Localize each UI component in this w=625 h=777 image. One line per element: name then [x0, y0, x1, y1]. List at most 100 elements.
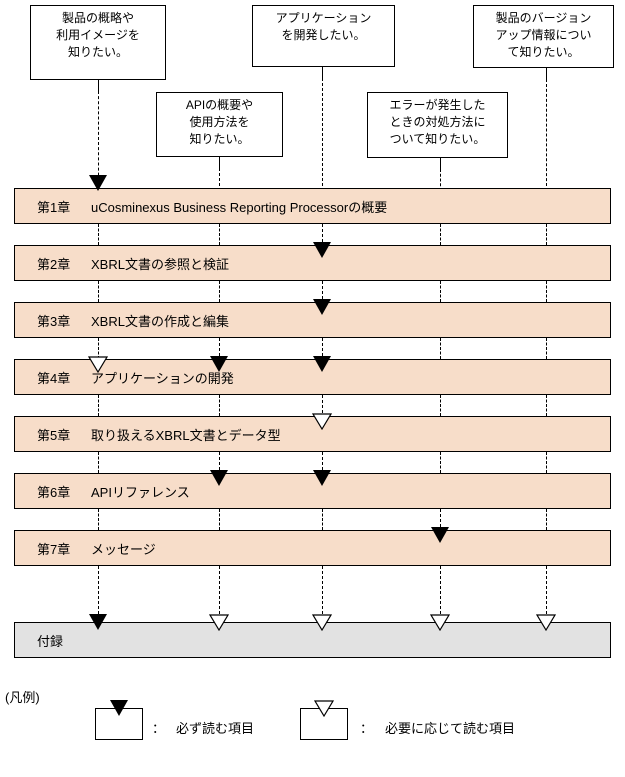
chapter-number: 第6章	[37, 484, 71, 500]
chapter-row-7[interactable]: 第7章 メッセージ	[14, 530, 611, 566]
question-box-api-overview: APIの概要や 使用方法を 知りたい。	[156, 92, 283, 157]
connector-line-col2-seg6	[219, 452, 220, 470]
connector-line-col2	[219, 168, 220, 191]
filled-triangle-icon	[431, 527, 449, 543]
connector-stub-col4	[440, 158, 441, 169]
question-box-develop-application: アプリケーション を開発したい。	[252, 5, 395, 67]
question-line: 知りたい。	[189, 132, 250, 146]
hollow-triangle-icon	[312, 614, 332, 631]
hollow-triangle-icon	[312, 413, 332, 430]
hollow-triangle-icon	[88, 356, 108, 373]
filled-triangle-icon	[313, 242, 331, 258]
legend-heading: (凡例)	[5, 690, 40, 705]
connector-line-col3-seg3	[322, 281, 323, 299]
chapter-row-3[interactable]: 第3章 XBRL文書の作成と編集	[14, 302, 611, 338]
hollow-triangle-icon	[536, 614, 556, 631]
filled-triangle-icon	[210, 470, 228, 486]
connector-stub-col3	[322, 67, 323, 78]
chapter-title: 取り扱えるXBRL文書とデータ型	[91, 427, 281, 443]
connector-line-col5-seg4	[546, 338, 547, 359]
legend-separator: ：	[152, 721, 166, 736]
filled-triangle-icon	[313, 356, 331, 372]
connector-line-col1-seg7	[98, 509, 99, 530]
connector-line-col1-seg3	[98, 281, 99, 302]
connector-stub-col1	[98, 80, 99, 91]
connector-line-col4-seg5	[440, 395, 441, 416]
legend-separator: ：	[360, 721, 374, 736]
chapter-row-6[interactable]: 第6章 APIリファレンス	[14, 473, 611, 509]
connector-line-col4-seg6	[440, 452, 441, 473]
connector-line-col2-seg8	[219, 566, 220, 614]
connector-line-col5-seg8	[546, 566, 547, 614]
chapter-row-5[interactable]: 第5章 取り扱えるXBRL文書とデータ型	[14, 416, 611, 452]
appendix-label: 付録	[37, 633, 64, 649]
connector-line-col1-seg4	[98, 338, 99, 359]
question-line: 製品の概略や	[61, 11, 134, 25]
connector-line-col5-seg5	[546, 395, 547, 416]
filled-triangle-icon	[313, 470, 331, 486]
question-line: 知りたい。	[67, 45, 128, 59]
connector-line-col3-seg2	[322, 224, 323, 242]
filled-triangle-icon	[313, 299, 331, 315]
chapter-number: 第1章	[37, 199, 71, 215]
connector-line-col1-seg2	[98, 224, 99, 245]
connector-line-col3-seg4	[322, 338, 323, 356]
connector-line-col1-seg6	[98, 452, 99, 473]
filled-triangle-icon	[210, 356, 228, 372]
connector-line-col5-seg2	[546, 224, 547, 245]
connector-line-col4-seg4	[440, 338, 441, 359]
chapter-title: uCosminexus Business Reporting Processor…	[91, 199, 388, 215]
chapter-title: メッセージ	[91, 541, 156, 557]
connector-line-col4-seg8	[440, 566, 441, 614]
question-box-version-up-info: 製品のバージョン アップ情報につい て知りたい。	[473, 5, 614, 68]
chapter-row-1[interactable]: 第1章 uCosminexus Business Reporting Proce…	[14, 188, 611, 224]
connector-line-col2-seg2	[219, 224, 220, 245]
question-line: 利用イメージを	[56, 28, 140, 42]
connector-stub-col2	[219, 157, 220, 168]
chapter-number: 第5章	[37, 427, 71, 443]
connector-line-col5-seg3	[546, 281, 547, 302]
question-line: APIの概要や	[185, 98, 254, 112]
connector-line-col5-seg6	[546, 452, 547, 473]
question-line: て知りたい。	[507, 45, 580, 59]
connector-line-col4	[440, 169, 441, 191]
connector-line-col2-seg3	[219, 281, 220, 302]
connector-line-col5-seg7	[546, 509, 547, 530]
chapter-title: アプリケーションの開発	[91, 370, 234, 386]
connector-line-col2-seg5	[219, 395, 220, 416]
connector-line-col4-seg3	[440, 281, 441, 302]
connector-line-col4-seg2	[440, 224, 441, 245]
chapter-row-2[interactable]: 第2章 XBRL文書の参照と検証	[14, 245, 611, 281]
chapter-number: 第7章	[37, 541, 71, 557]
connector-line-col3-seg5	[322, 395, 323, 413]
chapter-title: XBRL文書の参照と検証	[91, 256, 229, 272]
chapter-title: APIリファレンス	[91, 484, 190, 500]
connector-line-col1-seg5	[98, 395, 99, 416]
chapter-number: 第3章	[37, 313, 71, 329]
connector-line-col3-seg8	[322, 566, 323, 614]
filled-triangle-icon	[89, 614, 107, 630]
legend-label-optional: 必要に応じて読む項目	[385, 721, 516, 736]
chapter-number: 第4章	[37, 370, 71, 386]
question-box-product-overview: 製品の概略や 利用イメージを 知りたい。	[30, 5, 166, 80]
connector-line-col3-seg6	[322, 452, 323, 470]
connector-stub-col5	[546, 68, 547, 79]
chapter-number: 第2章	[37, 256, 71, 272]
connector-line-col2-seg7	[219, 509, 220, 530]
question-line: アプリケーション	[275, 11, 372, 25]
hollow-triangle-icon	[314, 700, 334, 717]
connector-line-col1-seg8	[98, 566, 99, 614]
filled-triangle-icon	[110, 700, 128, 716]
question-line: 製品のバージョン	[495, 11, 592, 25]
question-line: 使用方法を	[189, 115, 250, 129]
connector-line-col2-seg4	[219, 338, 220, 356]
question-box-error-handling: エラーが発生した ときの対処方法に ついて知りたい。	[367, 92, 508, 158]
question-line: ときの対処方法に	[389, 115, 486, 129]
legend-label-required: 必ず読む項目	[176, 721, 255, 736]
hollow-triangle-icon	[430, 614, 450, 631]
appendix-row[interactable]: 付録	[14, 622, 611, 658]
question-line: を開発したい。	[281, 28, 366, 42]
connector-line-col3-seg7	[322, 509, 323, 530]
chapter-row-4[interactable]: 第4章 アプリケーションの開発	[14, 359, 611, 395]
